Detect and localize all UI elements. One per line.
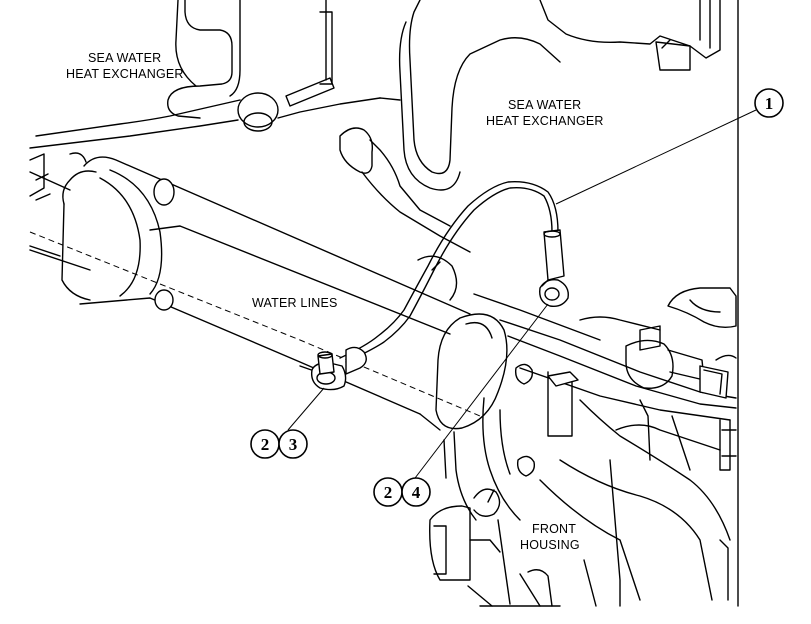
label-water-lines: WATER LINES <box>252 296 338 310</box>
sensor-wire-harness <box>310 181 569 391</box>
sea-water-heat-exchanger-left <box>29 0 381 149</box>
callout-2a-number: 2 <box>261 435 270 454</box>
callout-2b-number: 2 <box>384 483 393 502</box>
water-lines-end-cap <box>417 255 737 430</box>
callout-1-number: 1 <box>765 94 774 113</box>
label-sea-water-right-line1: SEA WATER <box>508 98 581 112</box>
label-sea-water-left-line2: HEAT EXCHANGER <box>66 67 184 81</box>
callout-4-number: 4 <box>412 483 421 502</box>
leader-lines <box>287 109 757 483</box>
label-sea-water-right-line2: HEAT EXCHANGER <box>486 114 604 128</box>
lower-frame-lines <box>29 249 441 431</box>
sea-water-heat-exchanger-right <box>339 0 721 253</box>
label-sea-water-left-line1: SEA WATER <box>88 51 161 65</box>
label-front-housing-line1: FRONT <box>532 522 576 536</box>
water-lines-cylinder <box>29 152 481 417</box>
front-housing <box>429 363 737 607</box>
callout-1: 1 <box>754 88 784 118</box>
callout-3-number: 3 <box>289 435 298 454</box>
label-front-housing-line2: HOUSING <box>520 538 580 552</box>
callout-2-4: 2 4 <box>373 477 431 507</box>
right-fittings <box>579 287 737 399</box>
callout-2-3: 2 3 <box>250 429 308 459</box>
